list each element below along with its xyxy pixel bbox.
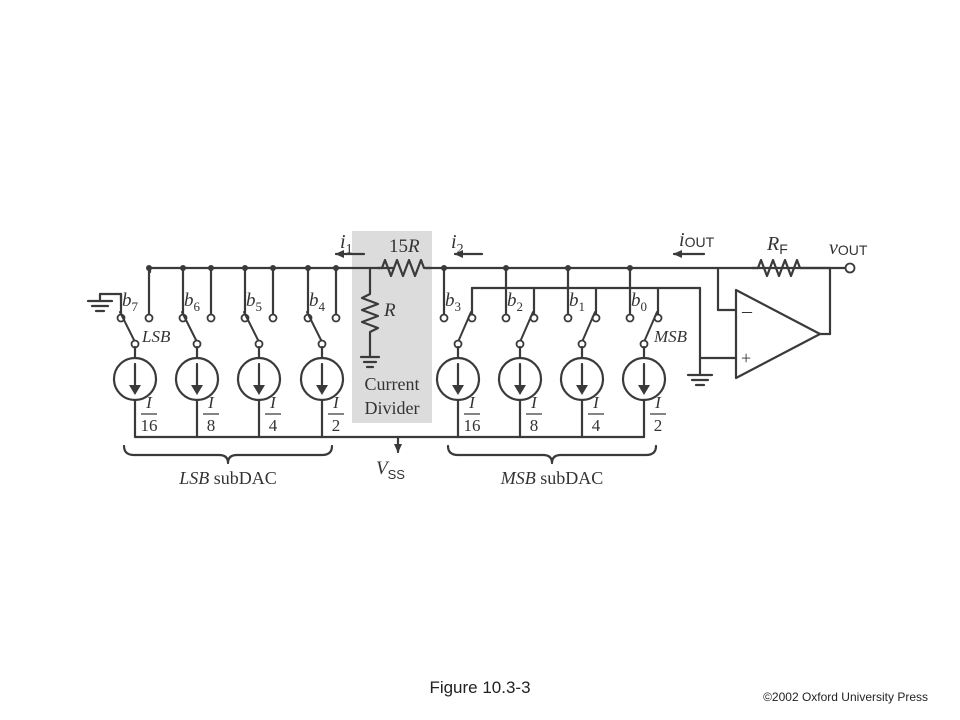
current-source-arrowhead xyxy=(191,385,203,395)
copyright-notice: ©2002 Oxford University Press xyxy=(763,690,928,704)
series-resistor-label: 15R xyxy=(389,236,420,257)
current-source-arrowhead xyxy=(129,385,141,395)
lsb-cell-1: b6I 8 xyxy=(174,265,220,439)
divider-resistor-label: R xyxy=(383,300,396,321)
vout-label: vOUT xyxy=(829,237,868,259)
i2-label: i2 xyxy=(451,231,464,257)
opamp-minus-sign: – xyxy=(741,300,753,322)
switch-contact xyxy=(331,313,341,323)
source-weight-denominator: 16 xyxy=(464,416,481,435)
switch-blade xyxy=(181,311,198,343)
current-source-arrowhead xyxy=(253,385,265,395)
iout-label: iOUT xyxy=(679,229,715,251)
source-weight-numerator: I xyxy=(654,393,662,412)
right-ground-symbol xyxy=(686,373,714,387)
source-weight-numerator: I xyxy=(145,393,153,412)
current-divider-label-line1: Current xyxy=(365,374,420,394)
source-weight-numerator: I xyxy=(530,393,538,412)
figure-caption: Figure 10.3-3 xyxy=(429,678,531,697)
opamp-plus-sign: + xyxy=(741,348,751,368)
bit-label: b6 xyxy=(184,290,201,314)
bit-label: b5 xyxy=(246,290,262,314)
msb-cell-2: b1I 4 xyxy=(559,265,605,439)
current-source-arrowhead xyxy=(452,385,464,395)
source-weight-numerator: I xyxy=(332,393,340,412)
i1-label: i1 xyxy=(340,231,353,257)
switch-blade xyxy=(306,311,323,343)
current-source-arrowhead xyxy=(316,385,328,395)
switch-blade xyxy=(243,311,260,343)
current-source-arrowhead xyxy=(638,385,650,395)
source-weight-denominator: 8 xyxy=(207,416,216,435)
switch-blade xyxy=(457,311,472,343)
source-weight-numerator: I xyxy=(269,393,277,412)
switch-contact xyxy=(563,313,573,323)
divider-resistor-r xyxy=(360,288,380,358)
feedback-resistor-rf xyxy=(750,258,808,278)
divider-ground-symbol xyxy=(359,355,381,369)
lsb-cell-0: b7I 16 xyxy=(112,265,158,439)
bit-label: b3 xyxy=(445,290,461,314)
bit-label: b2 xyxy=(507,290,523,314)
vss-label: VSS xyxy=(376,458,405,482)
output-terminal xyxy=(844,262,856,274)
source-weight-denominator: 2 xyxy=(332,416,341,435)
current-source-arrowhead xyxy=(514,385,526,395)
current-source-arrowhead xyxy=(576,385,588,395)
feedback-resistor-label: RF xyxy=(766,233,788,257)
bit-label: b7 xyxy=(122,290,139,314)
source-weight-denominator: 8 xyxy=(530,416,539,435)
bit-label: b0 xyxy=(631,290,647,314)
lsb-cell-3: b4I 2 xyxy=(299,265,345,439)
source-weight-numerator: I xyxy=(468,393,476,412)
switch-blade xyxy=(119,311,136,343)
source-weight-denominator: 16 xyxy=(141,416,158,435)
current-divider-label-line2: Divider xyxy=(365,398,420,418)
msb-cell-1: b2I 8 xyxy=(497,265,543,439)
left-ground-symbol xyxy=(86,299,114,313)
current-divider-region xyxy=(352,231,432,423)
switch-contact xyxy=(144,313,154,323)
source-weight-numerator: I xyxy=(592,393,600,412)
lsb-subdac-label: LSB subDAC xyxy=(178,468,277,488)
switch-contact xyxy=(268,313,278,323)
bit-label: b4 xyxy=(309,290,326,314)
switch-blade xyxy=(643,311,658,343)
lsb-cell-2: b5I 4 xyxy=(236,265,282,439)
switch-blade xyxy=(519,311,534,343)
msb-cell-0: b3I 16 xyxy=(435,265,481,439)
msb-subdac-brace xyxy=(446,444,658,465)
source-weight-numerator: I xyxy=(207,393,215,412)
bit-cells: b7I 16 b6I 8 b5I 4 b4I 2 b3I 16 b2I 8 b1I 4 b0I 2 xyxy=(98,265,702,439)
op-amp xyxy=(734,288,822,380)
source-weight-denominator: 4 xyxy=(269,416,278,435)
switch-contact xyxy=(439,313,449,323)
source-weight-denominator: 2 xyxy=(654,416,663,435)
msb-subdac-label: MSB subDAC xyxy=(500,468,604,488)
msb-marker: MSB xyxy=(653,327,688,346)
lsb-marker: LSB xyxy=(141,327,171,346)
series-resistor-15r xyxy=(376,258,432,278)
source-weight-denominator: 4 xyxy=(592,416,601,435)
bit-label: b1 xyxy=(569,290,585,314)
switch-contact xyxy=(501,313,511,323)
switch-contact xyxy=(625,313,635,323)
msb-cell-3: b0I 2 xyxy=(621,265,667,439)
switch-contact xyxy=(206,313,216,323)
switch-blade xyxy=(581,311,596,343)
lsb-subdac-brace xyxy=(122,444,334,465)
